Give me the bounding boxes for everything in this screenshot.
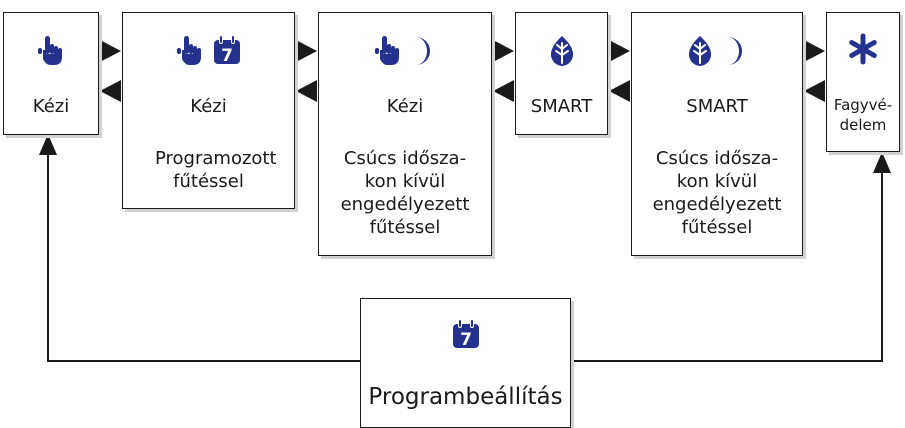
mode-box-manual-programmed: 7 Kézi Programozott fűtéssel [122, 12, 295, 209]
snowflake-icon [847, 33, 879, 65]
mode-icons [827, 33, 899, 65]
svg-text:7: 7 [460, 330, 472, 349]
mode-icons [4, 35, 98, 65]
moon-icon [723, 35, 747, 67]
hand-icon [375, 35, 401, 65]
arrow-right-3 [493, 40, 514, 62]
mode-title: SMART [530, 96, 593, 117]
mode-description: Csúcs idősza-kon kívül engedélyezett fűt… [652, 148, 782, 238]
arrow-right-5 [804, 40, 825, 62]
mode-description: Csúcs idősza-kon kívül engedélyezett fűt… [340, 148, 470, 238]
arrow-left-5 [804, 80, 825, 102]
moon-icon [411, 35, 435, 67]
arrow-right-2 [296, 40, 317, 62]
mode-title: Kézi [386, 96, 424, 117]
arrow-right-1 [100, 40, 121, 62]
mode-icons [319, 35, 491, 67]
hand-icon [38, 35, 64, 65]
mode-title: Kézi [190, 96, 227, 117]
hand-icon [177, 35, 203, 65]
mode-box-smart: SMART [515, 12, 608, 135]
mode-box-manual-offpeak: Kézi Csúcs idősza-kon kívül engedélyezet… [318, 12, 492, 256]
mode-title: Fagyvé-delem [833, 96, 893, 134]
mode-description: Programozott fűtéssel [155, 148, 277, 192]
calendar-icon: 7 [452, 319, 480, 349]
mode-box-frost-protection: Fagyvé-delem [826, 12, 900, 152]
mode-icons [516, 35, 607, 67]
connector-lines [39, 40, 891, 362]
leaf-icon [549, 35, 575, 67]
program-settings-box: 7 Programbeállítás [360, 298, 571, 428]
mode-box-smart-offpeak: SMART Csúcs idősza-kon kívül engedélyeze… [631, 12, 803, 256]
mode-title: Kézi [32, 96, 70, 117]
arrow-up-to-kezi [39, 134, 57, 155]
arrow-left-3 [493, 80, 514, 102]
calendar-icon: 7 [213, 35, 241, 65]
svg-text:7: 7 [221, 46, 233, 65]
arrow-right-4 [609, 40, 630, 62]
arrow-left-4 [609, 80, 630, 102]
mode-box-manual: Kézi [3, 12, 99, 135]
arrow-left-2 [296, 80, 317, 102]
mode-icons: 7 [123, 35, 294, 65]
mode-icons: 7 [361, 319, 570, 349]
arrow-left-1 [100, 80, 121, 102]
mode-icons [632, 35, 802, 67]
mode-title: SMART [686, 96, 748, 117]
program-label: Programbeállítás [368, 384, 563, 410]
arrow-up-to-fagyvedelem [873, 152, 891, 173]
leaf-icon [687, 35, 713, 67]
